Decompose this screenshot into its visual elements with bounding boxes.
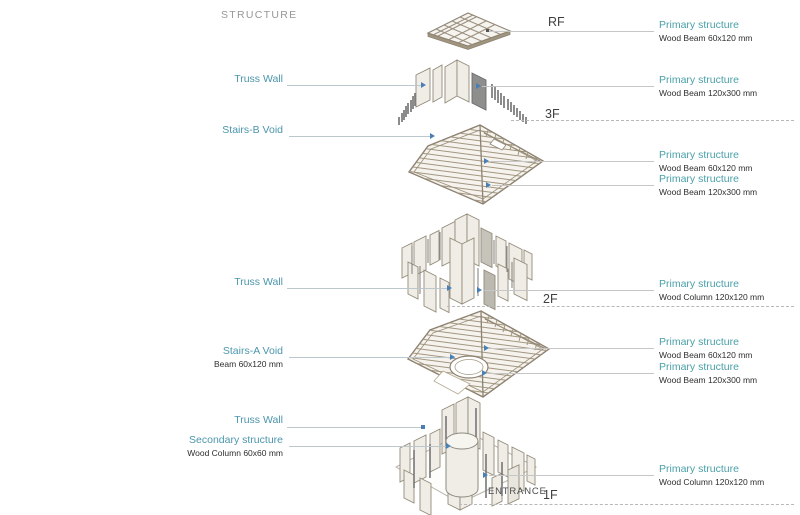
annotation-primary-2f: Primary structure Wood Column 120x120 mm: [659, 279, 764, 303]
level-line-2f: [447, 306, 794, 307]
truss-wall-3f-drawing: [398, 59, 527, 125]
annotation-title: Primary structure: [659, 173, 739, 185]
floor-marker-3f: 3F: [545, 107, 560, 121]
arrow-marker: [484, 345, 489, 351]
annotation-primary-slab2-b: Primary structure Wood Beam 120x300 mm: [659, 362, 757, 386]
annotation-title: Stairs-A Void: [222, 345, 283, 357]
leader-primary-3f-truss: [482, 86, 654, 87]
floor-marker-2f: 2F: [543, 292, 558, 306]
annotation-title: Truss Wall: [234, 73, 283, 85]
arrow-marker: [430, 133, 435, 139]
annotation-subtitle: Beam 60x120 mm: [214, 359, 283, 369]
annotation-subtitle: Wood Beam 60x120 mm: [659, 350, 753, 360]
leader-primary-1f: [489, 475, 654, 476]
level-line-1f: [459, 504, 794, 505]
annotation-title: Secondary structure: [189, 434, 283, 446]
level-line-3f: [511, 120, 794, 121]
floor-slab-3f-drawing: [407, 124, 545, 205]
annotation-primary-slab3-a: Primary structure Wood Beam 60x120 mm: [659, 150, 752, 174]
leader-truss-wall-2f: [287, 288, 447, 289]
annotation-secondary-structure: Secondary structure Wood Column 60x60 mm: [187, 435, 283, 459]
leader-primary-2f: [483, 290, 654, 291]
annotation-primary-1f: Primary structure Wood Column 120x120 mm: [659, 464, 764, 488]
arrow-marker: [483, 472, 488, 478]
arrow-marker: [484, 158, 489, 164]
annotation-subtitle: Wood Beam 120x300 mm: [659, 187, 758, 197]
annotation-subtitle: Wood Column 120x120 mm: [659, 292, 765, 302]
leader-primary-slab2-a: [490, 348, 654, 349]
annotation-truss-wall-2f: Truss Wall: [234, 277, 283, 290]
annotation-subtitle: Wood Beam 60x120 mm: [659, 163, 753, 173]
floor-marker-1f: 1F: [543, 488, 558, 502]
ground-floor-1f-drawing: [394, 396, 538, 515]
arrow-marker: [476, 83, 481, 89]
leader-rf: [489, 31, 654, 32]
annotation-truss-wall-3f: Truss Wall: [234, 74, 283, 87]
annotation-subtitle: Wood Beam 120x300 mm: [659, 88, 758, 98]
floor-slab-2f-drawing: [406, 310, 551, 398]
floor-marker-rf: RF: [548, 15, 565, 29]
entrance-label: ENTRANCE: [488, 486, 547, 497]
annotation-subtitle: Wood Column 60x60 mm: [187, 448, 283, 458]
annotation-title: Primary structure: [659, 361, 739, 373]
leader-primary-slab3-b: [492, 185, 654, 186]
annotation-title: Primary structure: [659, 278, 739, 290]
annotation-title: Truss Wall: [234, 414, 283, 426]
annotation-truss-wall-1f: Truss Wall: [234, 415, 283, 428]
leader-primary-slab3-a: [490, 161, 654, 162]
annotation-primary-slab2-a: Primary structure Wood Beam 60x120 mm: [659, 337, 752, 361]
leader-stairs-b: [289, 136, 433, 137]
leader-truss-wall-3f: [287, 85, 421, 86]
annotation-stairs-b-void: Stairs-B Void: [222, 125, 283, 138]
annotation-primary-slab3-b: Primary structure Wood Beam 120x300 mm: [659, 174, 757, 198]
node-square-marker: [421, 425, 425, 429]
page-title: STRUCTURE: [221, 9, 298, 21]
leader-truss-wall-1f: [287, 427, 422, 428]
annotation-title: Primary structure: [659, 19, 739, 31]
annotation-title: Primary structure: [659, 336, 739, 348]
annotation-subtitle: Wood Beam 60x120 mm: [659, 33, 753, 43]
leader-secondary: [289, 446, 451, 447]
arrow-marker: [450, 354, 455, 360]
annotation-subtitle: Wood Beam 120x300 mm: [659, 375, 758, 385]
node-dot-rf: [486, 29, 489, 32]
annotation-stairs-a-void: Stairs-A Void Beam 60x120 mm: [214, 346, 283, 370]
arrow-marker: [477, 287, 482, 293]
stair-cylinder: [445, 441, 479, 498]
annotation-primary-3f-truss: Primary structure Wood Beam 120x300 mm: [659, 75, 757, 99]
annotation-title: Stairs-B Void: [222, 124, 283, 136]
arrow-marker: [447, 285, 452, 291]
annotation-title: Primary structure: [659, 74, 739, 86]
arrow-marker: [421, 82, 426, 88]
arrow-marker: [486, 182, 491, 188]
annotation-title: Primary structure: [659, 463, 739, 475]
annotation-title: Primary structure: [659, 149, 739, 161]
arrow-marker: [446, 443, 451, 449]
leader-stairs-a: [289, 357, 455, 358]
annotation-subtitle: Wood Column 120x120 mm: [659, 477, 765, 487]
leader-primary-slab2-b: [488, 373, 654, 374]
arrow-marker: [482, 370, 487, 376]
annotation-primary-rf: Primary structure Wood Beam 60x120 mm: [659, 20, 752, 44]
annotation-title: Truss Wall: [234, 276, 283, 288]
truss-wall-2f-drawing: [401, 213, 533, 314]
roof-lattice-rf: [426, 12, 512, 50]
stairs-b-void-opening: [489, 138, 507, 151]
